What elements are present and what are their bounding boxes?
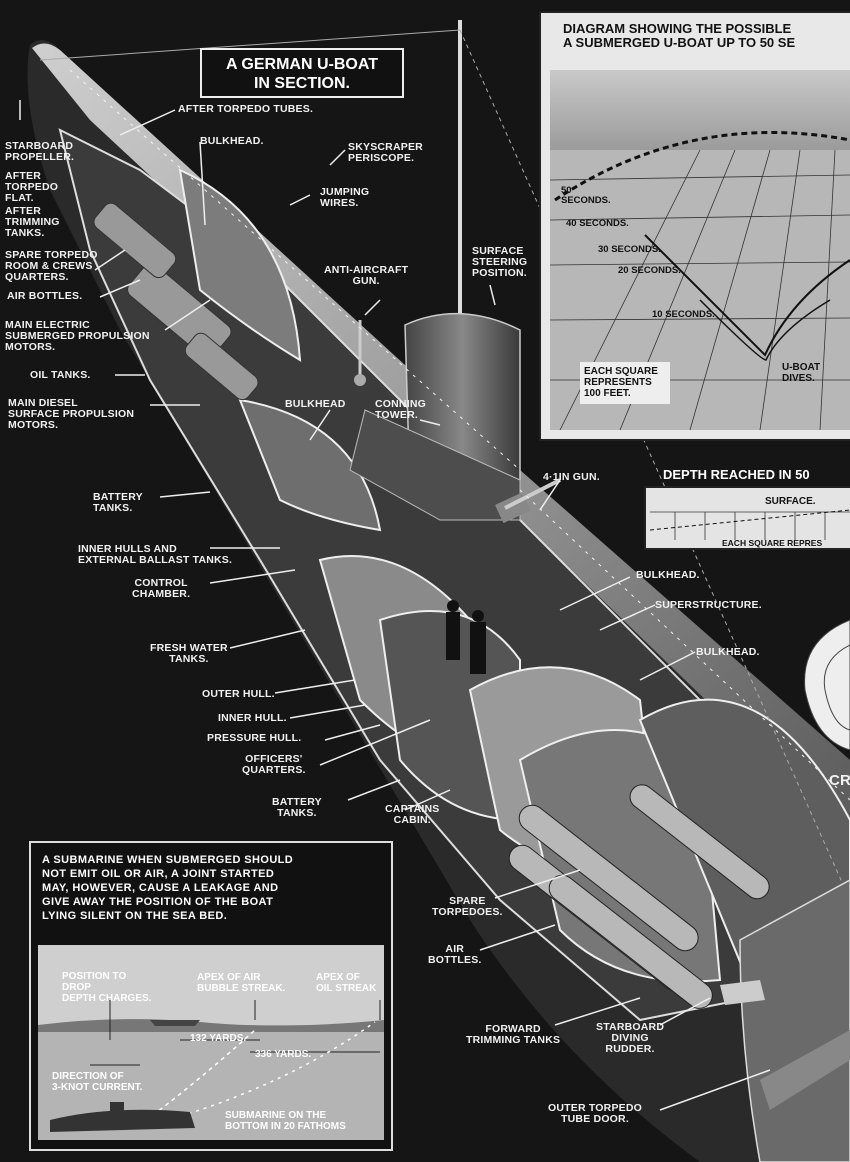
- oil-current: DIRECTION OF 3-KNOT CURRENT.: [52, 1071, 143, 1093]
- depth-surface: SURFACE.: [765, 496, 816, 507]
- label-pressure-hull: PRESSURE HULL.: [207, 732, 302, 744]
- label-oil-tanks: OIL TANKS.: [30, 369, 91, 381]
- bottomed-submarine: [50, 1109, 195, 1132]
- oil-dist-336: 336 YARDS.: [255, 1049, 312, 1060]
- leader-lines: [19, 100, 771, 1111]
- page-title: A GERMAN U-BOAT IN SECTION.: [200, 48, 404, 98]
- label-main-diesel: MAIN DIESEL SURFACE PROPULSION MOTORS.: [8, 397, 135, 431]
- label-starboard-diving-rudder: STARBOARD DIVING RUDDER.: [596, 1021, 665, 1055]
- label-conning-tower: CONNING TOWER.: [375, 398, 426, 421]
- label-outer-torpedo-door: OUTER TORPEDO TUBE DOOR.: [548, 1102, 642, 1125]
- depth-inset-title: DEPTH REACHED IN 50: [663, 467, 810, 482]
- label-bulkhead-right1: BULKHEAD.: [636, 569, 700, 581]
- oil-sub-bottom: SUBMARINE ON THE BOTTOM IN 20 FATHOMS: [225, 1110, 346, 1132]
- dive-inset-title: DIAGRAM SHOWING THE POSSIBLE A SUBMERGED…: [563, 21, 796, 50]
- label-after-torpedo-tubes: AFTER TORPEDO TUBES.: [178, 103, 314, 115]
- dive-ring-50: 50 SECONDS.: [561, 185, 611, 206]
- label-skyscraper-periscope: SKYSCRAPER PERISCOPE.: [348, 141, 423, 164]
- label-spare-torpedoes: SPARE TORPEDOES.: [432, 895, 503, 918]
- label-battery-tanks-low: BATTERY TANKS.: [272, 796, 322, 819]
- label-surface-steering: SURFACE STEERING POSITION.: [472, 245, 528, 279]
- dive-ring-10: 10 SECONDS.: [652, 309, 715, 320]
- label-41-gun: 4·1IN GUN.: [543, 471, 600, 483]
- label-inner-hull: INNER HULL.: [218, 712, 287, 724]
- oil-leak-inset: [29, 841, 393, 1151]
- label-forward-trimming: FORWARD TRIMMING TANKS: [466, 1023, 561, 1046]
- oil-apex-oil: APEX OF OIL STREAK: [316, 972, 377, 994]
- label-air-bottles-top: AIR BOTTLES.: [7, 290, 83, 302]
- label-spare-torpedo-room: SPARE TORPEDO ROOM & CREWS QUARTERS.: [5, 249, 98, 283]
- dive-ring-20: 20 SECONDS.: [618, 265, 681, 276]
- label-bulkhead-mid: BULKHEAD: [285, 398, 346, 410]
- label-jumping-wires: JUMPING WIRES.: [320, 186, 370, 209]
- label-control-chamber: CONTROL CHAMBER.: [132, 577, 191, 600]
- label-superstructure: SUPERSTRUCTURE.: [655, 599, 762, 611]
- label-battery-tanks-top: BATTERY TANKS.: [93, 491, 143, 514]
- depth-scale-note: EACH SQUARE REPRES: [722, 538, 823, 548]
- dive-diagram-inset: [539, 11, 850, 441]
- label-bulkhead-right2: BULKHEAD.: [696, 646, 760, 658]
- label-cr-fragment: CR: [829, 772, 850, 789]
- oil-dist-132: 132 YARDS.: [190, 1033, 247, 1044]
- label-inner-hulls: INNER HULLS AND EXTERNAL BALLAST TANKS.: [78, 543, 233, 566]
- label-bulkhead-top: BULKHEAD.: [200, 135, 264, 147]
- label-outer-hull: OUTER HULL.: [202, 688, 275, 700]
- dive-uboat-dives: U-BOAT DIVES.: [782, 362, 821, 384]
- dive-ring-30: 30 SECONDS.: [598, 244, 661, 255]
- dive-scale-note: EACH SQUARE REPRESENTS 100 FEET.: [584, 366, 658, 399]
- label-starboard-propeller: STARBOARD PROPELLER.: [5, 140, 75, 163]
- dive-ring-40: 40 SECONDS.: [566, 218, 629, 229]
- diving-rudder: [720, 980, 765, 1005]
- label-air-bottles-low: AIR BOTTLES.: [428, 943, 482, 966]
- label-after-trimming-tanks: AFTER TRIMMING TANKS.: [5, 205, 60, 239]
- submarine-hull: [27, 20, 850, 1162]
- label-fresh-water: FRESH WATER TANKS.: [150, 642, 228, 665]
- label-main-electric: MAIN ELECTRIC SUBMERGED PROPULSION MOTOR…: [5, 319, 150, 353]
- label-captains-cabin: CAPTAINS CABIN.: [385, 803, 440, 826]
- oil-apex-air: APEX OF AIR BUBBLE STREAK.: [197, 972, 286, 994]
- oil-position-drop: POSITION TO DROP DEPTH CHARGES.: [62, 971, 152, 1004]
- oil-inset-caption: A SUBMARINE WHEN SUBMERGED SHOULD NOT EM…: [42, 854, 294, 922]
- label-anti-aircraft-gun: ANTI-AIRCRAFT GUN.: [324, 264, 409, 287]
- cross-section-fragment: [804, 619, 850, 751]
- label-after-torpedo-flat: AFTER TORPEDO FLAT.: [5, 170, 59, 204]
- depth-inset: [644, 486, 850, 550]
- label-officers-quarters: OFFICERS' QUARTERS.: [242, 753, 306, 776]
